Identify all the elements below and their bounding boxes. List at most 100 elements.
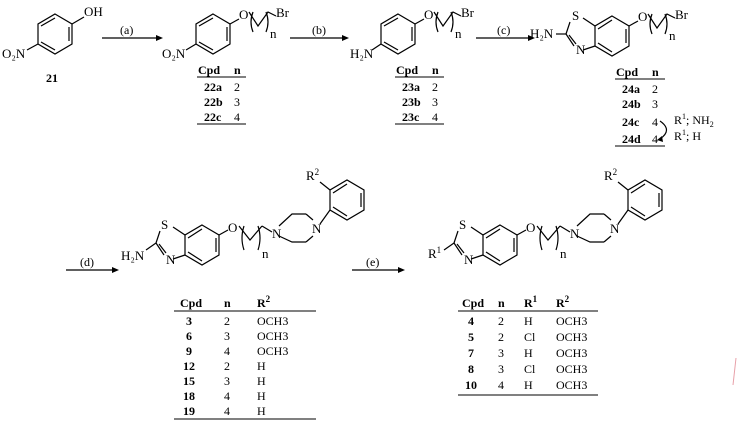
arrow-step-d — [66, 267, 119, 273]
table-cell: 23c — [402, 110, 420, 124]
table-cell: Cl — [524, 330, 536, 344]
table-cell: 2 — [224, 314, 230, 328]
table-cell: Cl — [524, 362, 536, 376]
table-cell: 6 — [186, 329, 192, 343]
table-cell: OCH3 — [556, 346, 587, 360]
table-cell: 23a — [402, 80, 420, 94]
arrow-step-a — [102, 35, 163, 41]
table-cell: 4 — [234, 110, 240, 124]
table-header-n: n — [652, 65, 659, 79]
table-cell: OCH3 — [556, 378, 587, 392]
table-cell: 22a — [204, 80, 222, 94]
table-cell: 4 — [224, 404, 230, 418]
table-cell: 7 — [468, 346, 474, 360]
table-cell: 9 — [186, 344, 192, 358]
chain-n-label: n — [669, 28, 676, 43]
chain-n-label: n — [270, 26, 277, 41]
table-cell: OCH3 — [556, 330, 587, 344]
table-header-n: n — [498, 296, 505, 310]
arrow-step-c — [476, 35, 535, 41]
table-cell: OCH3 — [257, 314, 288, 328]
table-cell: 4 — [432, 110, 438, 124]
thiazole-sulfur-label: S — [459, 217, 466, 232]
arrow-step-e — [352, 267, 405, 273]
compound-d-structure: S N H₂N O n N N R2 — [121, 167, 365, 267]
table-cell: 2 — [652, 82, 658, 96]
r2-label: R2 — [306, 167, 319, 183]
table-cell: 4 — [224, 389, 230, 403]
table-cell: 3 — [498, 346, 504, 360]
r1-h-annotation: R1; H — [674, 128, 701, 143]
step-e-label: (e) — [366, 255, 379, 269]
table-cell: OCH3 — [556, 362, 587, 376]
table-cell: 3 — [224, 329, 230, 343]
ether-oxygen-label: O — [228, 220, 237, 235]
table-cell: 3 — [186, 314, 192, 328]
table-cell: H — [524, 346, 533, 360]
table-e: Cpd n R1 R2 4 2 H OCH3 5 2 Cl OCH3 7 3 H… — [458, 294, 598, 396]
table-cell: H — [257, 389, 266, 403]
thiazole-nitrogen-label: N — [166, 252, 176, 267]
compound-e-structure: S N R1 O n N N R2 — [428, 167, 663, 267]
ether-oxygen-label: O — [424, 7, 433, 22]
table-cell: 5 — [468, 330, 474, 344]
compound-21-structure: OH O₂N — [2, 4, 103, 61]
compound-21-label: 21 — [46, 71, 58, 85]
amino-label: H₂N — [350, 46, 374, 61]
ether-oxygen-label: O — [638, 9, 647, 24]
nitro-label: O₂N — [2, 46, 26, 61]
table-cell: 2 — [224, 359, 230, 373]
table-cell: H — [524, 314, 533, 328]
thiazole-sulfur-label: S — [161, 217, 168, 232]
table-header-cpd: Cpd — [180, 296, 202, 310]
piperazine-nitrogen-label: N — [312, 221, 322, 236]
table-23: Cpd n 23a 2 23b 3 23c 4 — [395, 63, 444, 125]
bromo-label: Br — [461, 5, 475, 20]
r1-label: R1 — [428, 245, 441, 261]
table-cell: 23b — [402, 95, 421, 109]
table-cell: 4 — [498, 378, 504, 392]
table-cell: 2 — [498, 314, 504, 328]
compound-22-structure: O Br n O₂N — [162, 5, 290, 61]
chain-n-label: n — [262, 246, 269, 261]
piperazine-nitrogen-label: N — [610, 221, 620, 236]
bromo-label: Br — [276, 5, 290, 20]
piperazine-nitrogen-label: N — [570, 226, 580, 241]
table-header-cpd: Cpd — [616, 65, 638, 79]
table-cell: OCH3 — [257, 344, 288, 358]
table-cell: 4 — [652, 132, 658, 146]
table-header-cpd: Cpd — [198, 63, 220, 77]
piperazine-nitrogen-label: N — [272, 226, 282, 241]
table-cell: 4 — [224, 344, 230, 358]
chain-n-label: n — [455, 26, 462, 41]
table-header-cpd: Cpd — [396, 63, 418, 77]
table-cell: OCH3 — [257, 329, 288, 343]
table-cell: H — [257, 374, 266, 388]
table-cell: 3 — [224, 374, 230, 388]
table-cell: 24b — [622, 97, 641, 111]
table-cell: 19 — [183, 404, 195, 418]
nitro-label: O₂N — [162, 46, 186, 61]
table-cell: 3 — [432, 95, 438, 109]
arrow-step-b — [290, 35, 349, 41]
stray-mark — [732, 357, 737, 386]
ether-oxygen-label: O — [526, 220, 535, 235]
thiazole-sulfur-label: S — [572, 8, 579, 23]
table-cell: 8 — [468, 362, 474, 376]
table-22: Cpd n 22a 2 22b 3 22c 4 — [197, 63, 246, 125]
compound-24-structure: S N H₂N O Br n — [530, 7, 689, 57]
compound-23-structure: O Br n H₂N — [350, 5, 475, 61]
table-cell: 3 — [652, 97, 658, 111]
table-cell: 24a — [622, 82, 640, 96]
table-cell: 24c — [622, 115, 640, 129]
table-cell: 15 — [183, 374, 195, 388]
table-header-r2: R2 — [556, 294, 570, 310]
step-d-label: (d) — [80, 255, 94, 269]
table-cell: 2 — [498, 330, 504, 344]
table-header-cpd: Cpd — [462, 296, 484, 310]
table-header-r2: R2 — [257, 294, 271, 310]
table-d: Cpd n R2 3 2 OCH3 6 3 OCH3 9 4 OCH3 12 2… — [174, 294, 316, 420]
table-cell: 3 — [234, 95, 240, 109]
table-cell: 24d — [622, 132, 641, 146]
table-cell: 4 — [468, 314, 474, 328]
